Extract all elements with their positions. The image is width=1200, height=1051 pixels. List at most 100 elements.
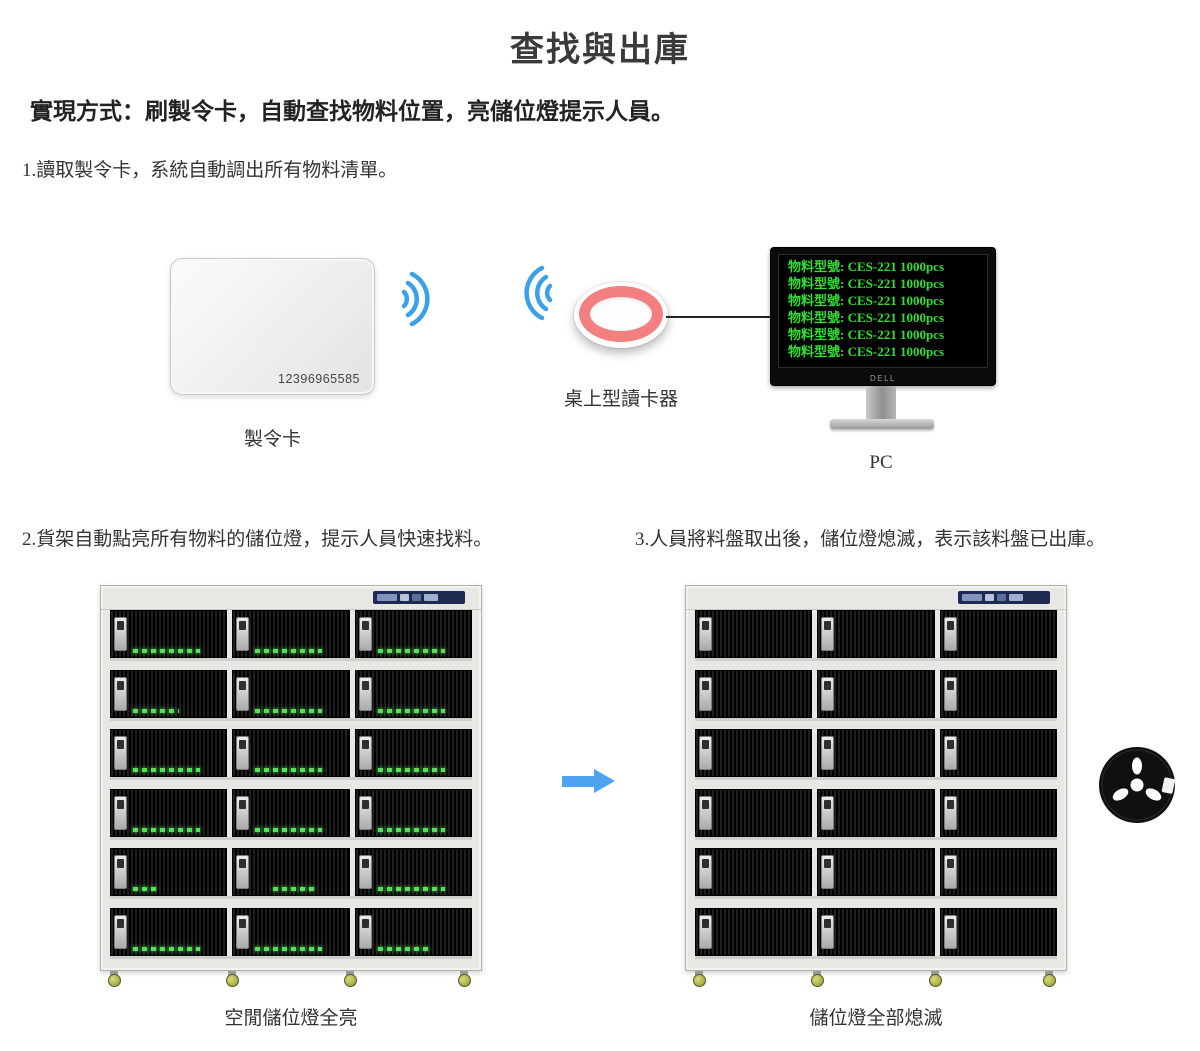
caster-wheel xyxy=(1043,971,1056,987)
step-3-text: 3.人員將料盤取出後，儲位燈熄滅，表示該料盤已出庫。 xyxy=(635,529,1106,550)
storage-led-strip xyxy=(255,946,323,951)
caster-wheel xyxy=(226,971,239,987)
tray-slot xyxy=(354,669,472,718)
reader-caption: 桌上型讀卡器 xyxy=(563,389,678,410)
tray-slot xyxy=(110,669,228,718)
rack-frame xyxy=(100,585,482,971)
tray-slot xyxy=(110,788,228,837)
tray-slot xyxy=(695,610,813,658)
panel-display xyxy=(1009,594,1023,601)
storage-led-strip xyxy=(133,649,200,653)
storage-led-strip xyxy=(133,827,200,832)
slot-controller xyxy=(821,676,835,711)
storage-led-strip xyxy=(377,768,445,773)
shelf-row xyxy=(695,788,1057,837)
tray-slot xyxy=(110,610,228,658)
slot-controller xyxy=(943,676,957,711)
material-list-line: 物料型號: CES-221 1000pcs xyxy=(788,310,945,325)
slot-controller xyxy=(236,617,250,651)
storage-led-strip xyxy=(255,827,323,832)
slot-controller xyxy=(943,736,957,771)
work-order-card: 12396965585 xyxy=(170,258,375,395)
slot-controller xyxy=(699,914,712,949)
tray-slot xyxy=(110,848,228,897)
panel-key xyxy=(400,594,409,601)
tray-slot xyxy=(695,907,813,956)
material-list-line: 物料型號: CES-221 1000pcs xyxy=(788,276,945,291)
storage-led-strip xyxy=(133,768,200,773)
arrow-shaft xyxy=(562,775,594,787)
shelf-row xyxy=(695,907,1057,956)
material-list-line: 物料型號: CES-221 1000pcs xyxy=(788,344,945,359)
slot-controller xyxy=(821,795,835,830)
wifi-signal-icon xyxy=(398,268,440,335)
shelf-row xyxy=(695,729,1057,778)
slot-controller xyxy=(699,676,712,711)
pc-monitor: 物料型號: CES-221 1000pcs 物料型號: CES-221 1000… xyxy=(770,247,996,386)
storage-rack-off xyxy=(685,585,1067,987)
slot-controller xyxy=(114,736,127,771)
rack-frame xyxy=(685,585,1067,971)
slot-controller xyxy=(943,795,957,830)
slot-controller xyxy=(699,617,712,651)
tray-slot xyxy=(939,788,1057,837)
monitor-stand-base xyxy=(830,419,934,429)
slot-controller xyxy=(236,795,250,830)
slot-controller xyxy=(358,736,372,771)
panel-key xyxy=(412,594,421,601)
slot-controller xyxy=(358,795,372,830)
storage-led-strip xyxy=(133,708,180,713)
rack-shelves xyxy=(695,610,1057,956)
shelf-row xyxy=(695,610,1057,658)
shelf-row xyxy=(110,907,472,956)
tray-slot xyxy=(695,669,813,718)
rack-control-panel xyxy=(373,591,465,604)
tray-slot xyxy=(232,729,350,778)
slot-controller xyxy=(114,855,127,890)
caster-wheel xyxy=(458,971,471,987)
card-caption: 製令卡 xyxy=(243,429,301,450)
tray-slot xyxy=(110,729,228,778)
storage-led-strip xyxy=(133,887,159,892)
tray-slot xyxy=(232,788,350,837)
storage-led-strip xyxy=(133,946,200,951)
panel-display xyxy=(424,594,438,601)
slot-controller xyxy=(943,855,957,890)
step-1-text: 1.讀取製令卡，系統自動調出所有物料清單。 xyxy=(22,160,398,181)
tray-slot xyxy=(939,907,1057,956)
storage-led-strip xyxy=(377,946,429,951)
shelf-row xyxy=(110,729,472,778)
caster-wheel xyxy=(811,971,824,987)
tray-slot xyxy=(110,907,228,956)
slot-controller xyxy=(358,676,372,711)
pc-caption: PC xyxy=(869,452,893,473)
slot-controller xyxy=(358,617,372,651)
smd-reel-icon xyxy=(1097,745,1177,825)
storage-led-strip xyxy=(377,708,445,713)
card-reader xyxy=(574,282,668,348)
tray-slot xyxy=(354,610,472,658)
tray-slot xyxy=(939,669,1057,718)
tray-slot xyxy=(695,788,813,837)
page-title: 查找與出庫 xyxy=(510,31,690,69)
next-step-arrow-icon xyxy=(562,769,615,793)
tray-slot xyxy=(939,729,1057,778)
material-list-line: 物料型號: CES-221 1000pcs xyxy=(788,259,945,274)
storage-led-strip xyxy=(255,649,323,653)
tray-slot xyxy=(232,669,350,718)
panel-display xyxy=(377,594,397,601)
slot-controller xyxy=(699,795,712,830)
tray-slot xyxy=(354,848,472,897)
tray-slot xyxy=(354,788,472,837)
monitor-stand xyxy=(866,386,896,421)
tray-slot xyxy=(817,907,935,956)
slot-controller xyxy=(236,736,250,771)
slot-controller xyxy=(943,914,957,949)
slot-controller xyxy=(699,855,712,890)
reader-ring xyxy=(579,286,663,342)
storage-led-strip xyxy=(377,649,445,653)
slot-controller xyxy=(236,676,250,711)
shelf-row xyxy=(695,669,1057,718)
slot-controller xyxy=(114,676,127,711)
